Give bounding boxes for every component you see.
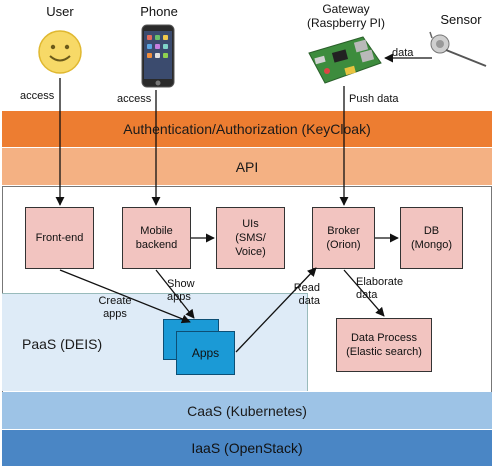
smartphone-icon xyxy=(141,24,175,88)
user-label: User xyxy=(46,4,74,19)
data-process-box: Data Process (Elastic search) xyxy=(336,318,432,372)
broker-to-process-arrow xyxy=(343,269,385,317)
auth-layer-label: Authentication/Authorization (KeyCloak) xyxy=(123,121,371,137)
apps-to-broker-arrow xyxy=(235,267,317,353)
caas-layer-label: CaaS (Kubernetes) xyxy=(187,402,307,419)
sensor-label: Sensor xyxy=(440,12,482,27)
sensor-data-label: data xyxy=(392,47,414,59)
api-layer: API xyxy=(2,148,492,185)
paas-layer xyxy=(2,293,308,391)
apps-box: Apps xyxy=(176,331,235,375)
backend-to-apps-arrow xyxy=(155,269,195,319)
api-layer-label: API xyxy=(235,158,259,175)
iaas-layer-label: IaaS (OpenStack) xyxy=(191,440,303,456)
db-box: DB (Mongo) xyxy=(400,207,463,269)
phone-access-label: access xyxy=(117,93,152,105)
caas-layer: CaaS (Kubernetes) xyxy=(2,392,492,429)
iaas-layer: IaaS (OpenStack) xyxy=(2,430,492,466)
user-access-label: access xyxy=(20,90,55,102)
paas-label: PaaS (DEIS) xyxy=(22,336,103,352)
auth-layer: Authentication/Authorization (KeyCloak) xyxy=(2,111,492,147)
phone-label: Phone xyxy=(140,4,178,19)
gateway-label: Gateway (Raspberry PI) xyxy=(306,2,386,30)
frontend-to-apps-arrow xyxy=(59,269,191,324)
frontend-box: Front-end xyxy=(25,207,94,269)
uis-box: UIs (SMS/ Voice) xyxy=(216,207,285,269)
mobile-backend-box: Mobile backend xyxy=(122,207,191,269)
show-apps-label: Show apps xyxy=(167,278,195,303)
sensor-probe-icon xyxy=(428,30,490,70)
user-smiley-icon xyxy=(37,29,83,75)
elaborate-data-label: Elaborate data xyxy=(356,276,404,301)
create-apps-label: Create apps xyxy=(98,295,132,320)
push-data-label: Push data xyxy=(349,93,399,105)
broker-box: Broker (Orion) xyxy=(312,207,375,269)
raspberry-pi-board-icon xyxy=(305,33,383,85)
